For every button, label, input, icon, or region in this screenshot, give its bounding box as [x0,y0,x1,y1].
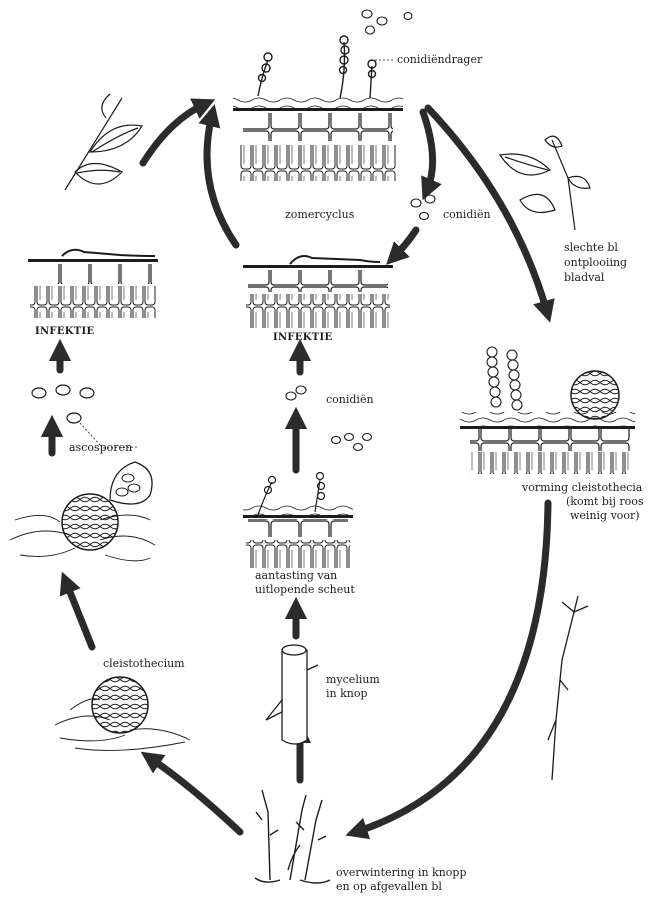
label-right-mid-1: vorming cleistothecia [522,481,643,494]
label-aantasting-1: aantasting van [255,569,338,582]
arrow-right-to-overwinter [345,499,552,840]
rose-leaf-top-left [64,93,143,191]
arrow-to-conidia [419,108,442,201]
rose-leaf-top-right [498,135,591,231]
label-conidiendrager: conidiëndrager [397,53,483,66]
label-ascosporen: ascosporen [69,441,133,454]
label-right-top-2: ontplooiing [564,256,628,269]
label-conidien-mid: conidiën [326,393,374,406]
label-aantasting-2: uitlopende scheut [255,583,355,596]
label-mycelium-2: in knop [326,687,368,700]
cycle-arrows [40,98,555,840]
label-right-mid-2: (komt bij roos [566,495,644,508]
label-cleistothecium: cleistothecium [103,657,185,670]
conidia-cluster-top [410,194,436,221]
conidia-cluster-mid [285,385,373,452]
burst-cleistothecium [9,461,156,562]
stem-piece [265,644,319,745]
label-right-top-3: bladval [564,271,605,284]
arrow-to-right-side [424,104,555,323]
cleistothecium-lower [54,676,191,751]
label-infektie-center: INFEKTIE [273,332,333,343]
label-conidien-top: conidiën [443,208,491,221]
label-zomercyclus: zomercyclus [285,208,355,221]
label-overwintering-2: en op afgevallen bl [336,880,442,893]
top-leaf-tissue [233,9,413,181]
arrow-conidia-to-infection [386,226,420,265]
label-right-top-1: slechte bl [564,241,618,254]
left-infection-tissue [28,248,158,318]
arrow-overwinter-to-cleisto [140,751,244,836]
right-cleistothecia-tissue [460,346,635,474]
label-infektie-left: INFEKTIE [35,326,95,337]
shoot-tissue [243,471,353,568]
label-right-mid-3: weinig voor) [570,509,640,522]
arrow-cleisto-up [59,571,96,651]
rose-stem-right [547,595,589,781]
overwintering-plant [254,789,331,884]
ascospores-group [31,384,139,449]
label-mycelium-1: mycelium [326,673,380,686]
arrow-infection-up [198,104,240,249]
center-infection-tissue [243,255,393,328]
label-overwintering-1: overwintering in knopp [336,866,467,879]
arrow-top-to-leaf [139,98,216,167]
